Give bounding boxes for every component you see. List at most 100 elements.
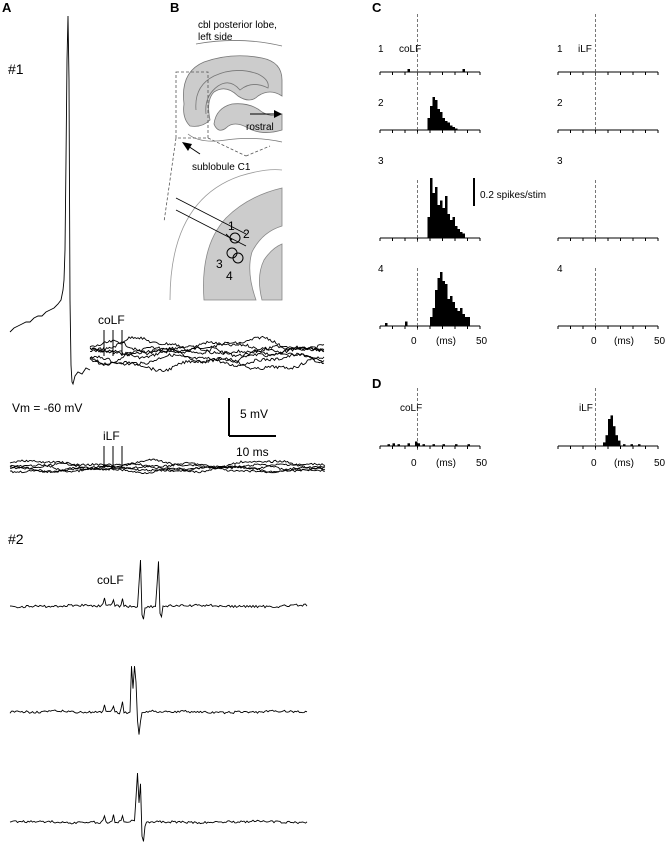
c-left-row-2-bar	[452, 127, 455, 130]
c-left-row-4-bar	[455, 308, 458, 326]
panel-a: #1 coLF Vm = -60 mV 5 mV 10 ms iLF #2 co…	[8, 15, 326, 842]
c-left-row-4-bar	[405, 321, 408, 326]
c-left-row-4-bar	[460, 308, 463, 326]
scale-bar-voltage: 5 mV	[240, 407, 268, 421]
rostral-label: rostral	[246, 122, 274, 133]
site-label-2: 2	[243, 227, 250, 241]
c-left-row-3-bar	[432, 193, 435, 238]
d-right-histogram	[557, 388, 659, 450]
ilf-sweep-5	[10, 465, 326, 473]
c-left-row-2-bar	[450, 125, 453, 130]
c-left-row-label-1: 1	[378, 44, 384, 55]
c-left-row-3	[379, 178, 481, 242]
enlargement-line-3	[245, 145, 271, 157]
c-left-row-4	[379, 268, 481, 330]
colf-sweep-6	[89, 355, 325, 372]
c-left-row-4-bar	[432, 308, 435, 326]
c-left-row-3-bar	[457, 229, 460, 238]
cell2-sweep-1	[9, 559, 308, 620]
panel-label-d: D	[372, 376, 381, 391]
site-label-4: 4	[226, 269, 233, 283]
c-left-row-4-bar	[442, 281, 445, 326]
c-left-row-4-bar	[467, 317, 470, 326]
c-left-row-4-bar	[450, 296, 453, 326]
c-left-header: coLF	[399, 44, 421, 55]
c-left-row-label-4: 4	[378, 264, 384, 275]
colf-sweep-4	[89, 352, 325, 368]
c-left-row-2-bar	[432, 97, 435, 130]
ilf-sweep-1	[9, 461, 326, 470]
d-left-tick-50: 50	[476, 458, 488, 469]
d-right-bar	[638, 444, 641, 446]
d-left-histogram	[379, 388, 481, 450]
c-left-unit: (ms)	[436, 336, 456, 347]
panel-label-b: B	[170, 0, 179, 15]
d-right-bar	[605, 435, 608, 446]
enlargement-line-2	[207, 137, 247, 157]
d-right-bar	[630, 444, 633, 446]
colf-sweep-5	[89, 335, 325, 355]
site-label-3: 3	[216, 257, 223, 271]
panel-b: cbl posterior lobe, left side rostral su…	[163, 20, 283, 301]
panel-c: coLF iLF 1 2 3 4 1 2 3 4 0.2 spikes/stim…	[378, 14, 666, 347]
c-left-row-2-bar	[437, 109, 440, 130]
cell2-traces	[9, 559, 308, 842]
folium-white-matter	[195, 70, 269, 115]
c-left-histograms	[379, 14, 481, 330]
d-left-tick-0: 0	[411, 458, 417, 469]
cell2-sweep-3	[9, 772, 308, 842]
cell2-label: #2	[8, 531, 24, 547]
c-left-row-2-bar	[435, 100, 438, 130]
panel-label-a: A	[2, 0, 12, 15]
c-left-row-2-bar	[440, 112, 443, 130]
c-left-row-4-bar	[440, 272, 443, 326]
c-left-row-3-bar	[450, 220, 453, 238]
d-left-bar	[417, 443, 420, 446]
anatomy-title-line1: cbl posterior lobe,	[198, 20, 277, 31]
c-right-unit: (ms)	[614, 336, 634, 347]
d-left-bar	[422, 444, 425, 446]
d-right-bar	[618, 440, 621, 446]
d-left-header: coLF	[400, 403, 422, 414]
c-left-row-2-bar	[427, 118, 430, 130]
d-right-unit: (ms)	[614, 458, 634, 469]
panel-label-c: C	[372, 0, 382, 15]
ilf-sweep-4	[9, 458, 326, 470]
colf-sweep-2	[89, 346, 325, 366]
c-right-tick-50: 50	[654, 336, 666, 347]
colf-sweep-7	[90, 345, 325, 356]
recording-site-4	[232, 252, 244, 264]
d-left-bar	[455, 444, 458, 446]
c-left-row-4-bar	[457, 311, 460, 326]
d-left-bar	[415, 441, 418, 446]
d-left-bar	[432, 444, 435, 446]
d-right-bar	[613, 426, 616, 446]
ilf-label: iLF	[103, 429, 120, 443]
enlargement-box	[175, 71, 209, 139]
d-right-header: iLF	[579, 403, 593, 414]
electrode-track-2	[175, 209, 247, 247]
folium-gray-lower	[213, 103, 283, 133]
sublobule-label: sublobule C1	[192, 162, 251, 173]
c-left-row-2-bar	[442, 118, 445, 130]
electrode-track-1	[175, 197, 247, 235]
c-left-row-label-2: 2	[378, 98, 384, 109]
c-right-row-label-1: 1	[557, 44, 563, 55]
anatomy-title-line2: left side	[198, 32, 233, 43]
c-left-row-2-bar	[455, 128, 458, 130]
cell1-label: #1	[8, 61, 24, 77]
d-left-unit: (ms)	[436, 458, 456, 469]
enlargement-line-1	[163, 137, 177, 223]
c-left-row-1-bar	[407, 69, 410, 72]
d-left-bar	[397, 444, 400, 446]
ilf-traces	[9, 458, 326, 475]
c-left-row-2-bar	[430, 106, 433, 130]
d-left-bar	[442, 444, 445, 446]
d-right-tick-50: 50	[654, 458, 666, 469]
c-left-row-4-bar	[445, 284, 448, 326]
colf-traces	[89, 335, 325, 372]
d-left-bar	[392, 443, 395, 446]
d-right-bar	[603, 442, 606, 446]
c-right-row-4	[557, 268, 659, 330]
